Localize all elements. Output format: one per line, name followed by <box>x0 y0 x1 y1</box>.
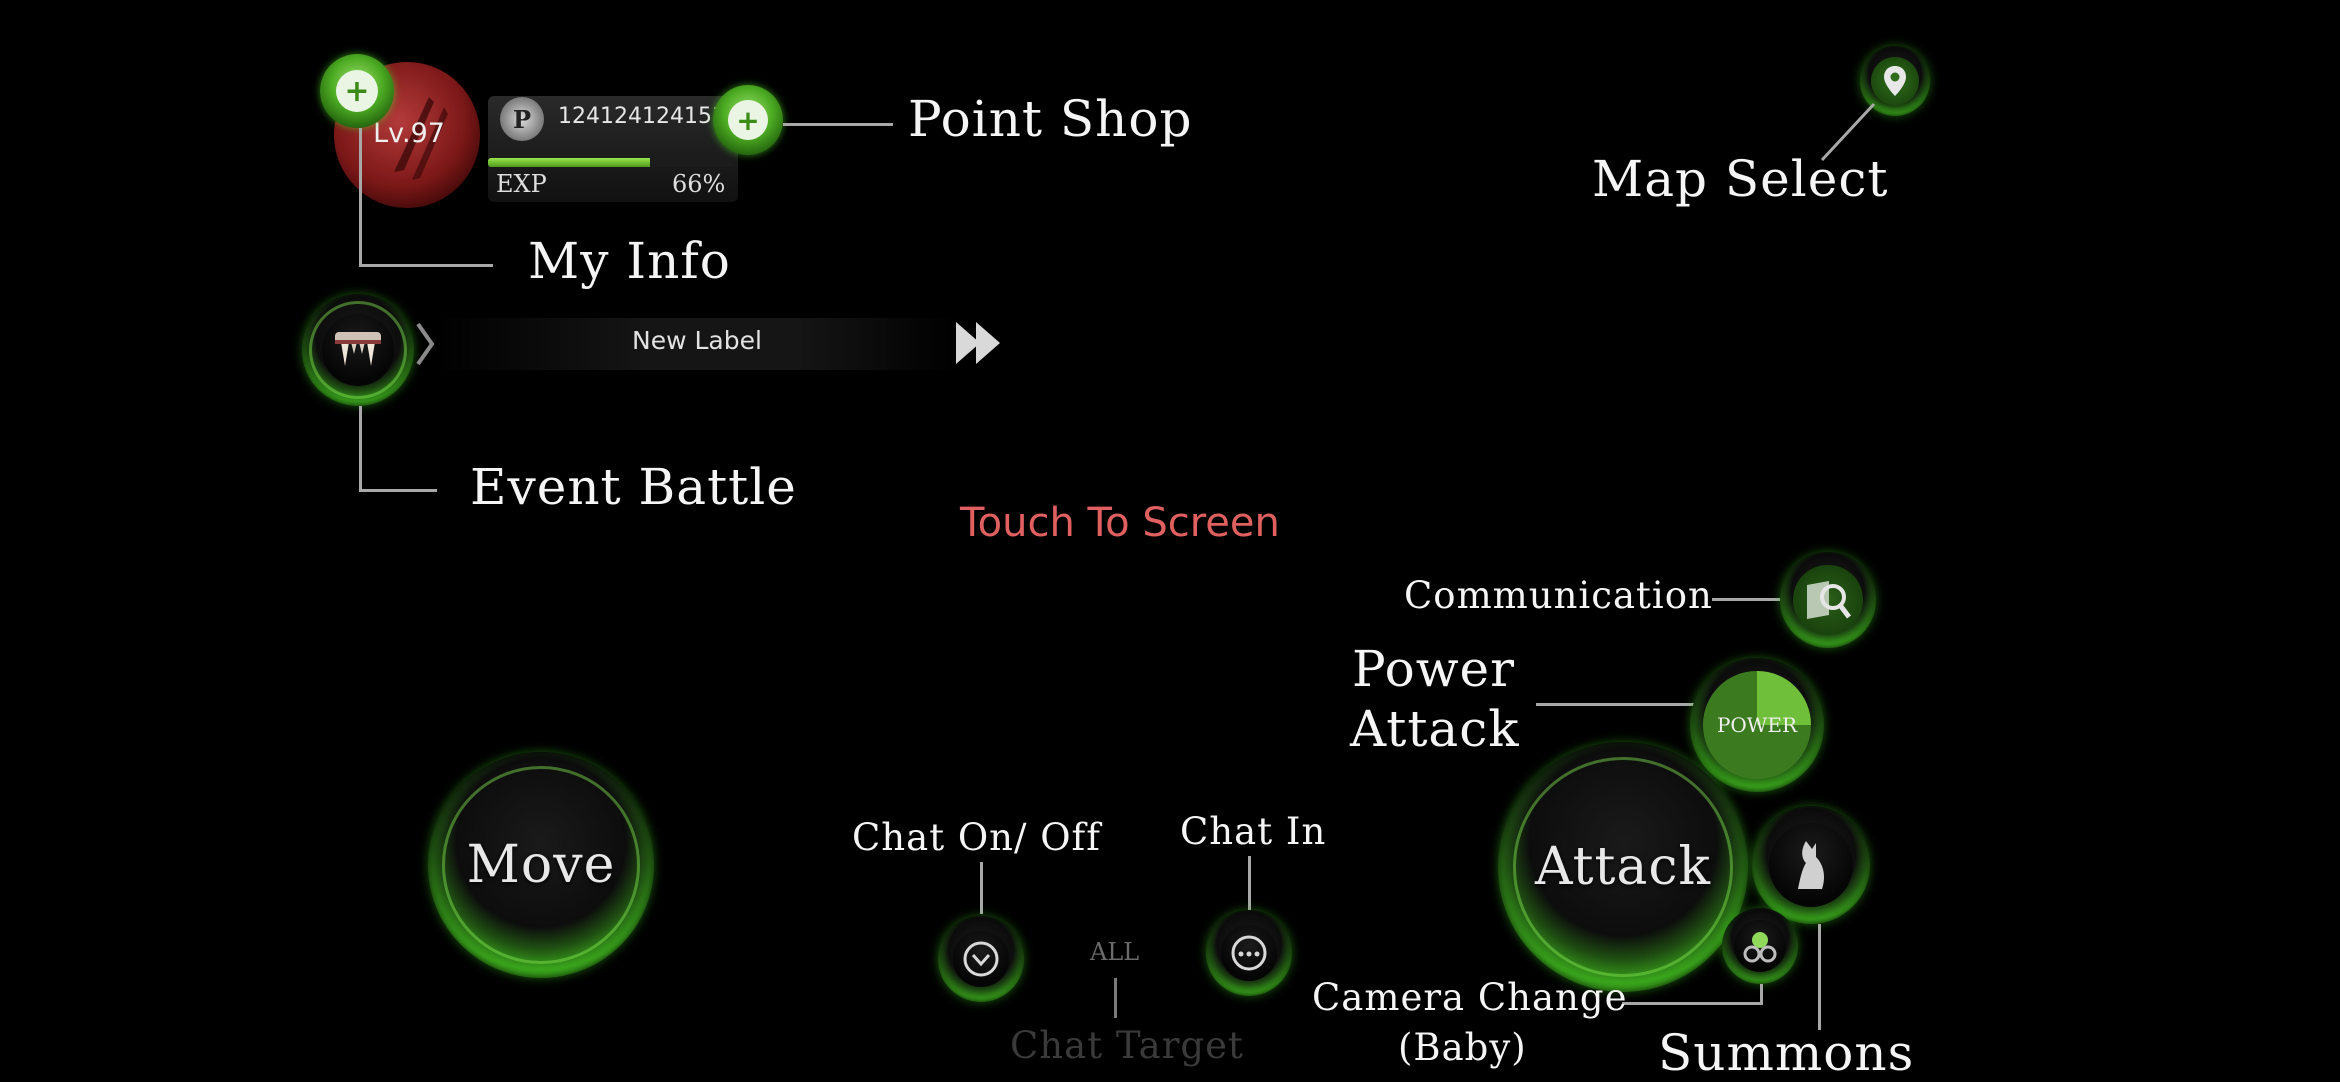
claw-mark-icon <box>394 97 448 180</box>
move-button[interactable]: Move <box>428 752 654 978</box>
event-banner-label: New Label <box>632 326 762 355</box>
chat-in-leader-line <box>1248 856 1251 910</box>
chat-target-callout: Chat Target <box>1010 1024 1244 1067</box>
chat-on-off-leader-line <box>980 862 983 914</box>
chat-in-callout: Chat In <box>1180 810 1327 853</box>
fast-forward-icon[interactable] <box>952 318 1008 368</box>
map-select-button-face <box>1871 57 1919 105</box>
points-coin-icon: P <box>500 97 544 141</box>
chat-on-off-callout: Chat On/ Off <box>852 816 1101 859</box>
power-label: POWER <box>1716 713 1798 737</box>
ellipsis-icon <box>1231 935 1267 971</box>
power-attack-button[interactable]: POWER <box>1690 658 1824 792</box>
player-level: Lv.97 <box>373 118 445 149</box>
communication-button[interactable] <box>1780 552 1876 648</box>
map-pin-icon <box>1884 66 1906 96</box>
event-battle-leader-vertical <box>359 406 362 492</box>
attack-button[interactable]: Attack <box>1498 742 1748 992</box>
communication-leader-line <box>1712 598 1782 601</box>
attack-label: Attack <box>1534 837 1712 897</box>
camera-change-face <box>1734 920 1786 972</box>
my-info-leader-vertical <box>359 128 362 266</box>
chat-in-face <box>1221 925 1277 981</box>
exp-bar-fill <box>488 158 650 167</box>
move-label: Move <box>466 835 616 895</box>
communication-callout: Communication <box>1404 574 1713 617</box>
camera-change-leader-vertical <box>1760 984 1763 1004</box>
power-attack-callout-line1: Power <box>1352 640 1516 698</box>
event-banner-chevron-icon <box>416 322 435 366</box>
chat-in-button[interactable] <box>1206 910 1292 996</box>
plus-icon: + <box>335 69 379 113</box>
wolf-howling-icon <box>1798 841 1824 889</box>
chat-toggle-button[interactable] <box>938 916 1024 1002</box>
power-attack-callout-line2: Attack <box>1350 700 1520 758</box>
camera-change-callout-line2: (Baby) <box>1398 1026 1527 1069</box>
map-select-callout: Map Select <box>1592 150 1889 208</box>
summons-button[interactable] <box>1752 806 1870 924</box>
event-battle-callout: Event Battle <box>470 458 797 516</box>
power-attack-face: POWER <box>1703 671 1811 779</box>
exp-bar <box>488 158 733 167</box>
event-banner[interactable] <box>436 318 956 370</box>
event-battle-ring <box>308 300 408 400</box>
exp-percent: 66% <box>672 170 726 198</box>
plus-icon: + <box>727 99 769 141</box>
touch-to-screen-prompt[interactable]: Touch To Screen <box>960 500 1280 546</box>
camera-switch-icon <box>1743 932 1777 963</box>
point-shop-plus-button[interactable]: + <box>713 85 783 155</box>
move-ring <box>441 765 641 965</box>
event-battle-button[interactable] <box>302 294 414 406</box>
point-shop-leader-line <box>783 123 893 126</box>
camera-change-button[interactable] <box>1722 908 1798 984</box>
chat-target-all[interactable]: ALL <box>1090 938 1140 966</box>
summons-face <box>1768 822 1854 908</box>
summons-leader-line <box>1818 924 1821 1030</box>
search-chat-icon <box>1807 581 1851 619</box>
chat-toggle-face <box>953 931 1009 987</box>
attack-ring <box>1513 757 1733 977</box>
event-battle-leader-horizontal <box>359 489 437 492</box>
fangs-icon <box>335 332 381 366</box>
point-shop-callout: Point Shop <box>908 90 1193 148</box>
summons-callout: Summons <box>1658 1024 1915 1082</box>
exp-label: EXP <box>496 170 547 198</box>
my-info-callout: My Info <box>528 232 731 290</box>
my-info-plus-button[interactable]: + <box>320 54 394 128</box>
points-coin-letter: P <box>512 104 532 134</box>
chat-target-leader-line <box>1114 978 1117 1018</box>
communication-face <box>1793 565 1863 635</box>
map-select-leader-line <box>1820 102 1876 162</box>
power-attack-leader-line <box>1536 703 1696 706</box>
chevron-down-icon <box>963 941 999 977</box>
camera-change-callout-line1: Camera Change <box>1312 976 1628 1019</box>
camera-change-leader-horizontal <box>1622 1002 1763 1005</box>
event-battle-face <box>322 314 394 386</box>
my-info-leader-horizontal <box>359 264 493 267</box>
